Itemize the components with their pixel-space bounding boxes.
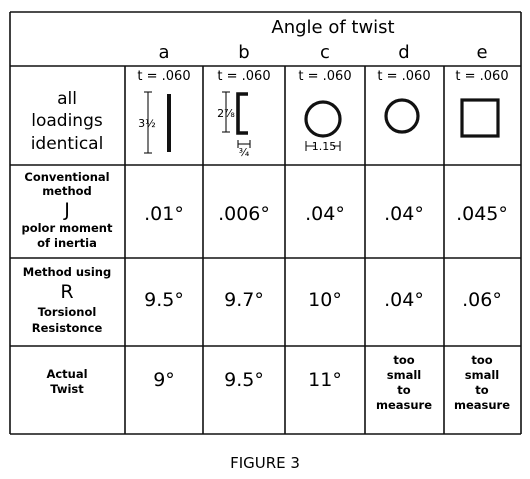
- row-label-line: Twist: [50, 382, 84, 396]
- value-cell-line: small: [465, 368, 499, 382]
- row-label-symbol: J: [63, 199, 70, 221]
- value-cell: 9.5°: [224, 369, 264, 391]
- column-header-a: a: [158, 42, 169, 63]
- column-header-d: d: [398, 42, 409, 63]
- row-label-symbol: R: [60, 281, 73, 303]
- value-cell-line: small: [387, 368, 421, 382]
- channel-height-dimension: 2⅞: [217, 107, 235, 120]
- row-label-line: Actual: [46, 367, 87, 381]
- column-header-c: c: [320, 42, 330, 63]
- value-cell-line: to: [475, 383, 488, 397]
- row-label-line: all: [57, 89, 77, 109]
- row-label-line: method: [42, 184, 92, 198]
- row-label-line: polor moment: [21, 221, 113, 235]
- thickness-label-d: t = .060: [377, 69, 430, 84]
- row-label-line: of inertia: [37, 236, 97, 250]
- dimension-gap: [315, 140, 333, 151]
- value-cell-too-small-e: too small to measure: [454, 353, 510, 412]
- square-tube-section-icon: [460, 98, 500, 138]
- value-cell-line: to: [397, 383, 410, 397]
- value-cell: 9.7°: [224, 289, 264, 311]
- column-header-e: e: [476, 42, 487, 63]
- strip-height-dimension: 3½: [138, 117, 156, 130]
- value-cell-line: too: [393, 353, 414, 367]
- value-cell-line: measure: [376, 398, 432, 412]
- thickness-label-b: t = .060: [217, 69, 270, 84]
- row-label-line: Torsionol: [38, 305, 97, 319]
- row-label-line: loadings: [31, 111, 103, 131]
- row-label-line: Method using: [23, 265, 111, 279]
- header-title: Angle of twist: [271, 17, 394, 38]
- value-cell: .04°: [384, 289, 424, 311]
- value-cell-line: measure: [454, 398, 510, 412]
- value-cell-line: too: [471, 353, 492, 367]
- thickness-label-e: t = .060: [455, 69, 508, 84]
- column-header-b: b: [238, 42, 249, 63]
- channel-flange-dimension: ¾: [239, 146, 250, 159]
- value-cell: .01°: [144, 203, 184, 225]
- value-cell: 9°: [153, 369, 175, 391]
- row-label-line: Resistonce: [32, 321, 103, 335]
- value-cell: 9.5°: [144, 289, 184, 311]
- row-label-line: identical: [31, 134, 104, 154]
- value-cell: .06°: [462, 289, 502, 311]
- value-cell: .045°: [456, 203, 508, 225]
- tube-section-icon-d: [384, 98, 420, 134]
- value-cell: 11°: [308, 369, 342, 391]
- value-cell-too-small-d: too small to measure: [376, 353, 432, 412]
- thickness-label-c: t = .060: [298, 69, 351, 84]
- channel-section-icon: [222, 91, 251, 148]
- figure-caption: FIGURE 3: [230, 454, 300, 472]
- thickness-label-a: t = .060: [137, 69, 190, 84]
- flat-strip-section-icon: [144, 91, 171, 154]
- table-grid: [9, 11, 522, 435]
- tube-diameter-dimension: 1.15: [312, 140, 337, 153]
- value-cell: .04°: [305, 203, 345, 225]
- value-cell: .006°: [218, 203, 270, 225]
- row-label-line: Conventional: [24, 170, 109, 184]
- value-cell: 10°: [308, 289, 342, 311]
- value-cell: .04°: [384, 203, 424, 225]
